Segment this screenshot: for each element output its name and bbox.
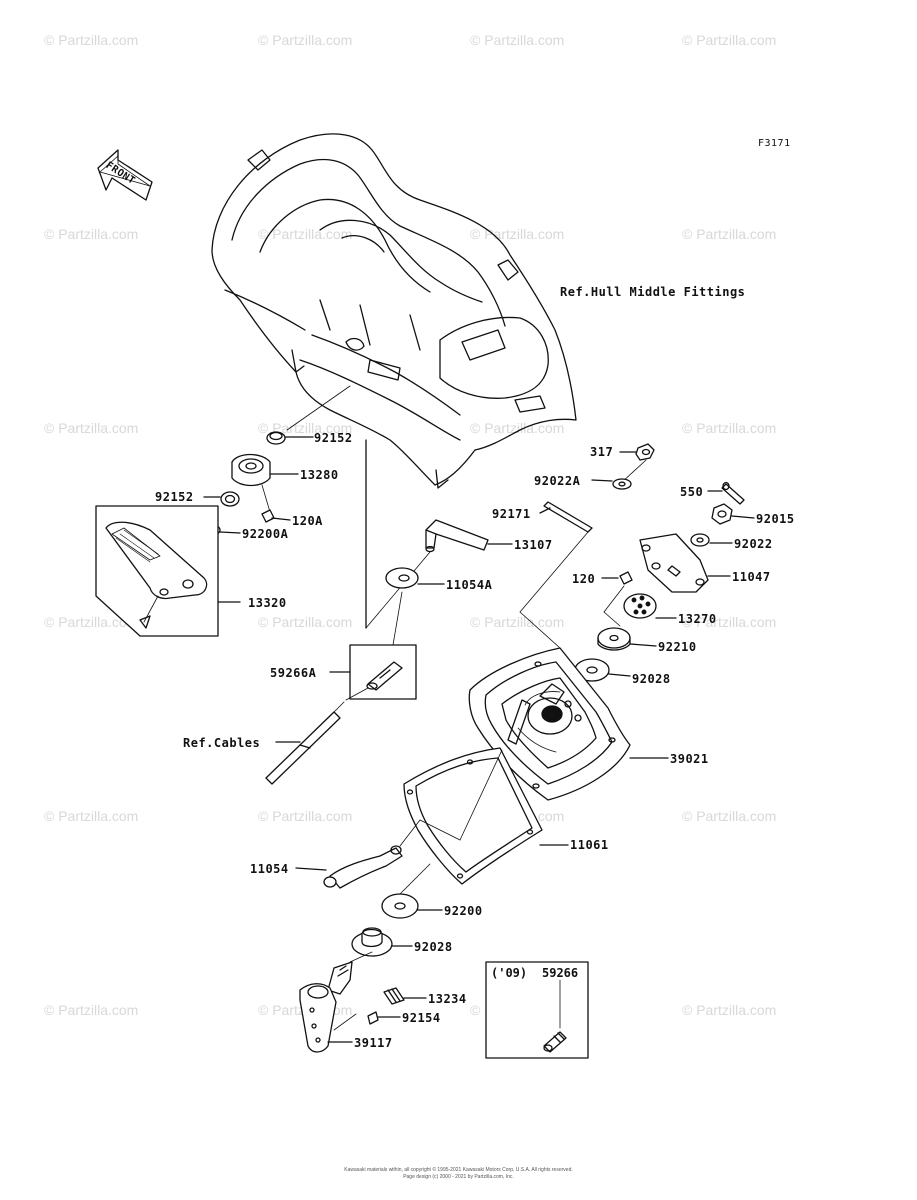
inset-box-09 bbox=[485, 961, 589, 1059]
part-label-ref-cables[interactable]: Ref.Cables bbox=[183, 736, 261, 750]
watermark: © Partzilla.com bbox=[258, 808, 353, 824]
watermark: © Partzilla.com bbox=[470, 226, 565, 242]
part-label-92152[interactable]: 92152 bbox=[314, 431, 353, 445]
watermark: © Partzilla.com bbox=[258, 32, 353, 48]
watermark: © Partzilla.com bbox=[682, 808, 777, 824]
washer-92022a bbox=[612, 478, 632, 490]
hull-deck-part bbox=[211, 133, 577, 489]
inset-year-label: ('09) bbox=[491, 966, 528, 980]
part-label-120a[interactable]: 120A bbox=[292, 514, 323, 528]
part-label-11061[interactable]: 11061 bbox=[570, 838, 609, 852]
part-label-92022[interactable]: 92022 bbox=[734, 537, 773, 551]
part-label-92200a[interactable]: 92200A bbox=[242, 527, 289, 541]
part-label-59266a[interactable]: 59266A bbox=[270, 666, 317, 680]
watermark: © Partzilla.com bbox=[682, 226, 777, 242]
part-label-11047[interactable]: 11047 bbox=[732, 570, 771, 584]
part-label-92028[interactable]: 92028 bbox=[414, 940, 453, 954]
part-label-92154[interactable]: 92154 bbox=[402, 1011, 441, 1025]
watermark: © Partzilla.com bbox=[470, 32, 565, 48]
bracket-11047 bbox=[639, 533, 709, 593]
pin-550 bbox=[721, 481, 745, 505]
part-label-39021[interactable]: 39021 bbox=[670, 752, 709, 766]
watermark: © Partzilla.com bbox=[44, 808, 139, 824]
copyright-footer: Kawasaki materials within, all copyright… bbox=[0, 1167, 917, 1181]
copyright-line: Kawasaki materials within, all copyright… bbox=[344, 1167, 573, 1173]
part-label-13270[interactable]: 13270 bbox=[678, 612, 717, 626]
part-label-13107[interactable]: 13107 bbox=[514, 538, 553, 552]
watermark: © Partzilla.com bbox=[470, 614, 565, 630]
watermark: © Partzilla.com bbox=[44, 226, 139, 242]
part-label-92210[interactable]: 92210 bbox=[658, 640, 697, 654]
gasket-11061 bbox=[403, 747, 543, 885]
part-label-ref-hull[interactable]: Ref.Hull Middle Fittings bbox=[560, 285, 746, 299]
fitting-59266a-box bbox=[349, 644, 417, 700]
part-label-92028[interactable]: 92028 bbox=[632, 672, 671, 686]
bolt-92154 bbox=[367, 1011, 379, 1025]
bolt-92171 bbox=[543, 501, 593, 533]
arm-11054 bbox=[323, 845, 403, 889]
part-label-92015[interactable]: 92015 bbox=[756, 512, 795, 526]
washer-92022 bbox=[690, 533, 710, 547]
front-arrow-icon bbox=[97, 149, 153, 201]
plate-11054a bbox=[385, 567, 419, 589]
spacer-92210 bbox=[597, 627, 631, 651]
part-label-13320[interactable]: 13320 bbox=[248, 596, 287, 610]
watermark: © Partzilla.com bbox=[682, 614, 777, 630]
lever-assy-39021 bbox=[468, 647, 631, 801]
watermark: © Partzilla.com bbox=[258, 614, 353, 630]
copyright-line: Page design (c) 2000 - 2021 by Partzilla… bbox=[403, 1174, 514, 1180]
bushing-92028-lower bbox=[351, 927, 393, 957]
lever-13107 bbox=[425, 519, 489, 553]
bracket-13320 bbox=[95, 505, 219, 637]
part-label-11054a[interactable]: 11054A bbox=[446, 578, 493, 592]
inset-part-label-59266[interactable]: 59266 bbox=[542, 966, 579, 980]
nut-317 bbox=[635, 443, 655, 461]
watermark: © Partzilla.com bbox=[44, 420, 139, 436]
part-label-13280[interactable]: 13280 bbox=[300, 468, 339, 482]
part-label-13234[interactable]: 13234 bbox=[428, 992, 467, 1006]
watermark: © Partzilla.com bbox=[470, 420, 565, 436]
holder-13280 bbox=[231, 453, 271, 487]
shaft-lever-39117 bbox=[299, 961, 353, 1053]
washer-92200 bbox=[381, 893, 419, 919]
part-label-92152[interactable]: 92152 bbox=[155, 490, 194, 504]
part-label-120[interactable]: 120 bbox=[572, 572, 596, 586]
part-label-92171[interactable]: 92171 bbox=[492, 507, 531, 521]
bolt-120 bbox=[619, 571, 633, 585]
watermark: © Partzilla.com bbox=[258, 226, 353, 242]
watermark: © Partzilla.com bbox=[682, 1002, 777, 1018]
cable-end bbox=[265, 687, 369, 785]
part-label-550[interactable]: 550 bbox=[680, 485, 704, 499]
bolt-120a bbox=[261, 509, 275, 523]
disc-13270 bbox=[623, 593, 657, 619]
grommet-92152-lower bbox=[220, 491, 240, 507]
spring-13234 bbox=[383, 987, 405, 1005]
part-label-92022a[interactable]: 92022A bbox=[534, 474, 581, 488]
watermark: © Partzilla.com bbox=[682, 32, 777, 48]
watermark: © Partzilla.com bbox=[682, 420, 777, 436]
figure-code: F3171 bbox=[758, 138, 791, 149]
watermark: © Partzilla.com bbox=[44, 614, 139, 630]
part-label-11054[interactable]: 11054 bbox=[250, 862, 289, 876]
watermark: © Partzilla.com bbox=[258, 420, 353, 436]
part-label-39117[interactable]: 39117 bbox=[354, 1036, 393, 1050]
watermark: © Partzilla.com bbox=[44, 32, 139, 48]
part-label-92200[interactable]: 92200 bbox=[444, 904, 483, 918]
grommet-92152-top bbox=[266, 431, 286, 445]
part-label-317[interactable]: 317 bbox=[590, 445, 614, 459]
nut-92015 bbox=[711, 503, 733, 525]
watermark: © Partzilla.com bbox=[44, 1002, 139, 1018]
